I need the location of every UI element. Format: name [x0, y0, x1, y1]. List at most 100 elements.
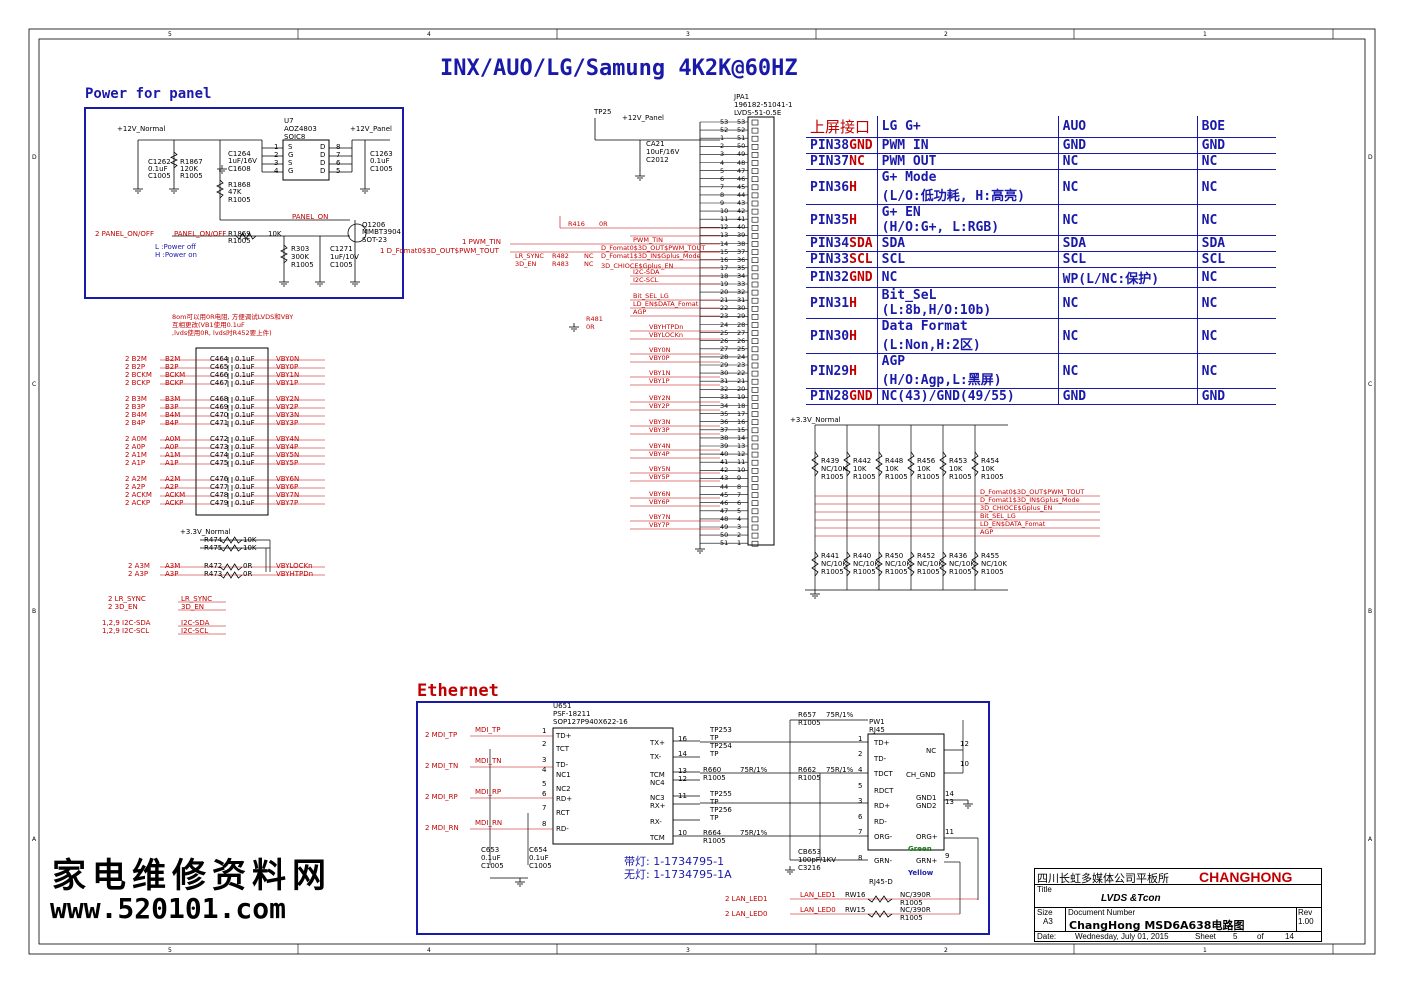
connector-pin-left: 9	[720, 199, 725, 207]
connector-pin-left: 51	[720, 539, 729, 548]
pwm-out-port: 1 D_Fomat0$3D_OUT$PWM_TOUT	[380, 247, 499, 255]
connector-pin-right: 23	[737, 361, 746, 369]
outer-frame	[28, 28, 1376, 955]
power-label: C1005	[148, 172, 171, 180]
title-block: 四川长虹多媒体公司平板所 CHANGHONG Title LVDS &Tcon …	[1034, 868, 1322, 942]
connector-pin-left: 13	[720, 231, 729, 240]
sheet-value: 5	[1233, 932, 1238, 941]
connector-pin-left: 41	[720, 458, 729, 467]
connector-pin-left: 43	[720, 474, 729, 483]
eth-part-label: C653	[481, 846, 500, 854]
lock-val: 0R	[243, 562, 253, 570]
xfmr-pin-left: RD+	[556, 795, 573, 803]
header-interface: 上屏接口	[806, 116, 878, 138]
zone-label-left: B	[32, 608, 37, 615]
eth-part-label: TP254	[710, 742, 732, 750]
vbyone-out-net: VBY2N	[276, 395, 300, 403]
rbank-pkg: R1005	[853, 473, 876, 481]
auo-cell: NC	[1058, 287, 1198, 319]
pin-number: PIN37	[810, 154, 850, 169]
rbank-pkg: R1005	[821, 568, 844, 576]
zone-label-top: 3	[686, 31, 690, 38]
connector-pin-right: 34	[737, 271, 746, 280]
pin-level: H	[849, 363, 857, 379]
rbank-val: 10K	[917, 465, 931, 473]
connector-contact	[751, 184, 759, 191]
connector-signal: R483	[552, 260, 569, 268]
connector-pin-left: 34	[720, 401, 729, 410]
power-label: C1271	[330, 245, 353, 253]
connector-label: JPA1	[734, 93, 750, 101]
eth-part-label: C1005	[481, 862, 504, 870]
connector-signal: VBY0N	[649, 346, 671, 354]
misc-port: 1,2,9 I2C-SCL	[102, 627, 150, 635]
rj45-pin: ORG+	[916, 833, 938, 841]
rbank-ref: R455	[981, 552, 1000, 560]
pin-cell: PIN36H	[806, 169, 878, 205]
led-port: 2 LAN_LED1	[725, 895, 768, 903]
connector-pin-left: 35	[720, 409, 729, 418]
connector-contact	[751, 532, 759, 539]
vbyone-cap-ref: C469	[210, 403, 229, 411]
vbyone-in-net: A0P	[165, 443, 179, 451]
rbank-net-label: 3D_CHIOCE$Gplus_EN	[980, 504, 1053, 512]
xfmr-pin-num: 3	[542, 756, 547, 764]
eth-part-label: CB653	[798, 848, 822, 856]
vbyone-cap-val: 0.1uF	[235, 379, 255, 387]
ic-pin-left: 2	[274, 151, 279, 159]
lg-cell: PWM IN	[877, 137, 1059, 154]
connector-pin-left: 46	[720, 498, 729, 507]
connector-pin-left: 19	[720, 280, 729, 288]
vbyone-cap-ref: C467	[210, 379, 229, 387]
connector-contact	[751, 257, 759, 264]
connector-pin-right: 33	[737, 280, 746, 288]
vbyone-cap-array	[195, 347, 269, 516]
connector-signal: VBY7N	[649, 513, 671, 521]
mdi-port: 2 MDI_RN	[425, 824, 459, 832]
vbyone-cap-ref: C472	[210, 435, 229, 443]
rbank-resistor-top	[971, 451, 979, 477]
zone-label-right: A	[1368, 836, 1373, 843]
xfmr-pin-right: TX+	[650, 739, 665, 747]
rj45-pin-num: 2	[858, 750, 863, 758]
connector-pin-right: 14	[737, 433, 746, 442]
connector-pin-left: 20	[720, 288, 729, 297]
power-label: SOIC8	[284, 133, 306, 141]
boe-cell: SCL	[1197, 251, 1276, 268]
pullup-supply: +3.3V_Normal	[180, 528, 231, 536]
vbyone-cap-val: 0.1uF	[235, 475, 255, 483]
connector-pin-left: 27	[720, 344, 729, 353]
connector-pin-right: 16	[737, 417, 746, 426]
pin-level: H	[849, 212, 857, 228]
panel-onoff-port: 2 PANEL_ON/OFF	[95, 230, 154, 238]
connector-signal: AGP	[633, 308, 647, 316]
connector-pin-right: 26	[737, 336, 746, 345]
rbank-resistor-top	[843, 451, 851, 477]
pin-cell: PIN37NC	[806, 153, 878, 170]
rbank-ref: R453	[949, 457, 968, 465]
rbank-val: 10K	[949, 465, 963, 473]
power-label: 10K	[268, 230, 282, 238]
vbyone-out-net: VBY1P	[276, 379, 299, 387]
eth-part-label: C3216	[798, 864, 821, 872]
pin-table-header: 上屏接口 LG G+ AUO BOE	[806, 116, 1276, 138]
boe-cell: NC	[1197, 318, 1276, 354]
rbank-net-label: LD_EN$DATA_Fomat	[980, 520, 1046, 528]
lg-cell: NC(43)/GND(49/55)	[877, 388, 1059, 405]
vbyone-cap-val: 0.1uF	[235, 403, 255, 411]
connector-pin-right: 53	[737, 118, 746, 126]
led-resistor	[867, 895, 893, 903]
rbank-val: 10K	[981, 465, 995, 473]
zone-label-left: D	[32, 154, 37, 161]
led-color-green: Green	[908, 845, 932, 853]
pin-level: SDA	[849, 236, 873, 251]
connector-contact	[751, 208, 759, 215]
lg-desc: NC	[881, 270, 898, 285]
connector-contact	[751, 524, 759, 531]
connector-signal: VBY4P	[649, 450, 670, 458]
connector-pin-right: 27	[737, 328, 746, 337]
rbank-supply: +3.3V_Normal	[790, 416, 841, 424]
vbyone-out-net: VBY5P	[276, 459, 299, 467]
led-net: LAN_LED0	[800, 906, 836, 914]
